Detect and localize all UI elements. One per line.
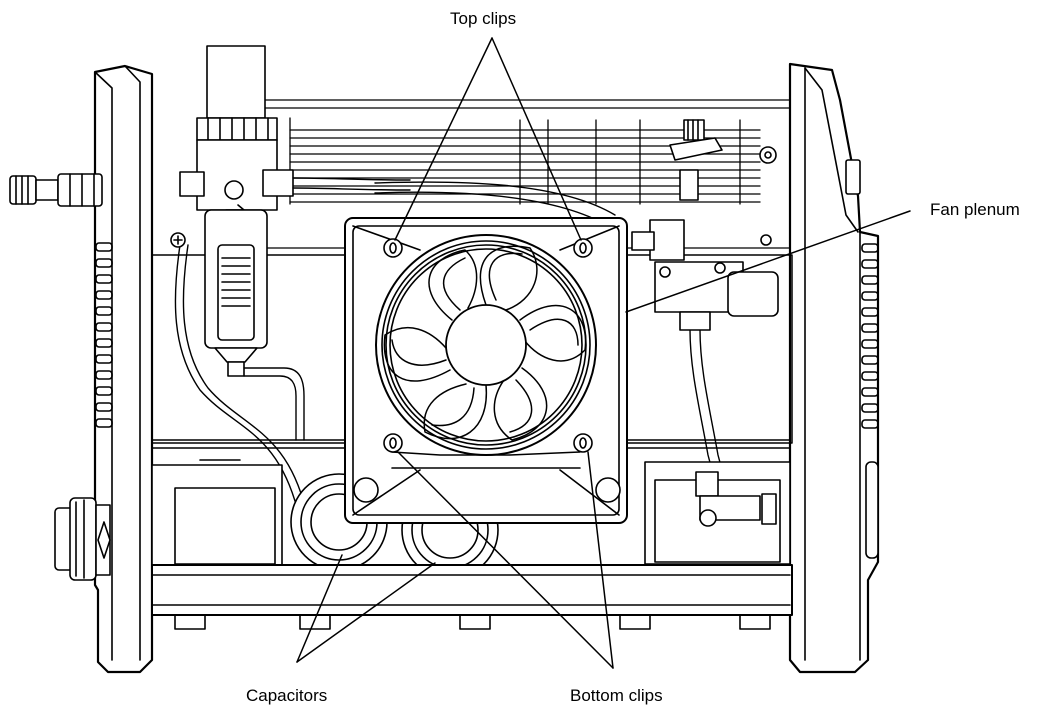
air-tubes bbox=[174, 177, 723, 521]
pressure-sensor bbox=[669, 119, 723, 201]
top-clip-left bbox=[383, 238, 403, 258]
lower-left-component bbox=[151, 459, 283, 566]
solenoid-valve bbox=[631, 219, 779, 331]
top-clip-right bbox=[573, 238, 593, 258]
bottom-clip-left bbox=[383, 433, 403, 453]
fan bbox=[375, 234, 597, 456]
left-end-cap bbox=[54, 64, 154, 674]
leader-top-clip-right bbox=[491, 37, 582, 241]
air-inlet-fitting bbox=[9, 173, 103, 207]
label-capacitors: Capacitors bbox=[246, 686, 328, 705]
label-top-clips: Top clips bbox=[450, 9, 517, 28]
base-plate bbox=[151, 564, 793, 630]
bottom-clip-right bbox=[573, 433, 593, 453]
leader-fan-plenum bbox=[625, 210, 911, 313]
leader-capacitor-right bbox=[296, 562, 436, 663]
lower-right-component bbox=[644, 461, 791, 565]
cable-gland bbox=[54, 497, 111, 581]
leader-bottom-clip-left bbox=[397, 451, 614, 669]
leader-capacitor-left bbox=[296, 554, 343, 663]
left-fins bbox=[95, 242, 113, 428]
leader-bottom-clip-right bbox=[587, 451, 614, 669]
right-fins bbox=[861, 243, 879, 429]
leader-top-clip-left bbox=[394, 37, 493, 241]
right-end-cap bbox=[788, 62, 880, 674]
leader-lines bbox=[296, 37, 911, 669]
fan-blades bbox=[383, 245, 587, 441]
label-fan-plenum: Fan plenum bbox=[930, 200, 1020, 219]
air-filter-regulator bbox=[179, 45, 294, 377]
label-bottom-clips: Bottom clips bbox=[570, 686, 663, 705]
